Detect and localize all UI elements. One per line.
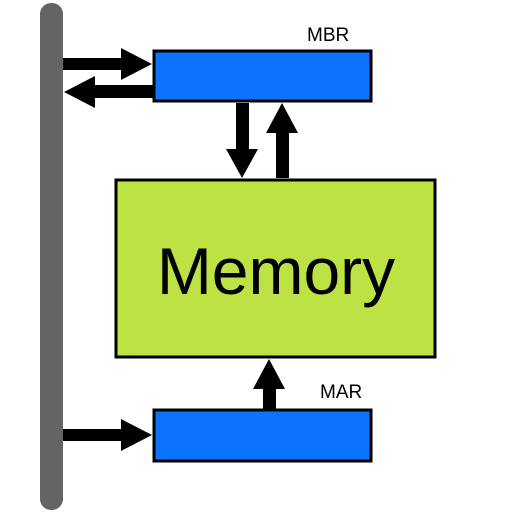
mbr-to-memory-arrow	[226, 103, 258, 178]
mar-to-memory-arrow	[253, 359, 285, 409]
memory-label: Memory	[157, 234, 395, 308]
mar-label: MAR	[320, 382, 362, 403]
mbr-to-bus-arrow	[64, 76, 153, 108]
mbr-register	[152, 49, 373, 103]
bus-to-mbr-arrow	[63, 48, 152, 80]
system-bus	[40, 3, 63, 510]
mar-register	[152, 408, 373, 463]
bus-to-mar-arrow	[63, 419, 152, 451]
memory-to-mbr-arrow	[266, 103, 298, 178]
memory-block	[114, 178, 437, 359]
mbr-label: MBR	[307, 25, 349, 46]
